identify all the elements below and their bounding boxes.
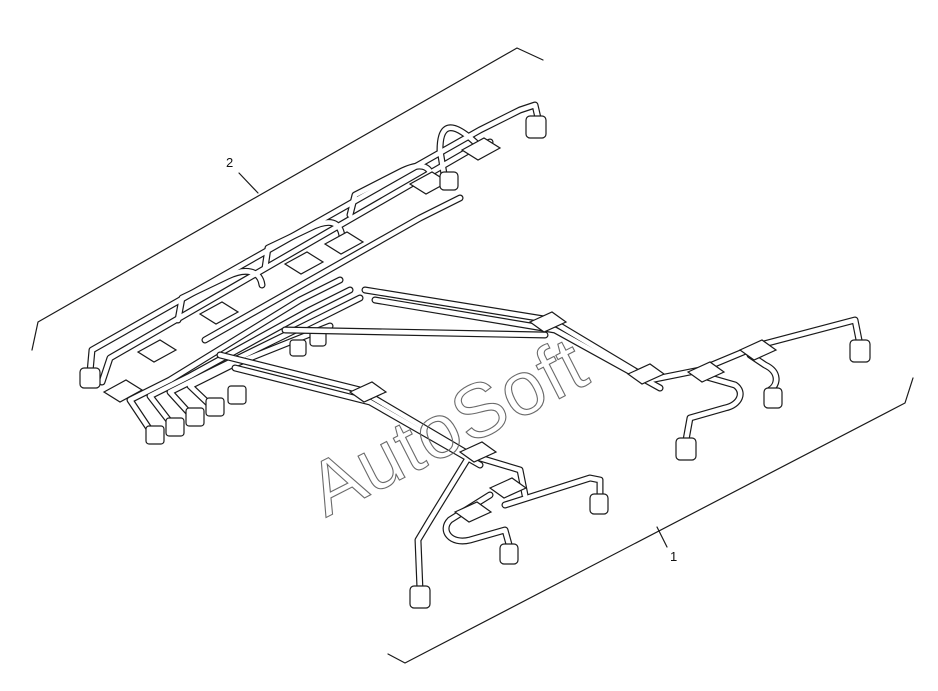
fitting-nut: [849, 339, 871, 363]
leader-line-1: [656, 526, 668, 548]
fitting-nut: [409, 585, 431, 609]
fitting-nut: [525, 115, 547, 139]
callout-1: 1: [670, 549, 677, 564]
fitting-nut: [145, 425, 165, 445]
clamp: [738, 339, 778, 361]
bracket-group-2: [31, 47, 544, 351]
clamp: [458, 441, 498, 463]
clamp: [136, 339, 178, 363]
clamp: [283, 251, 325, 275]
fitting-nut: [227, 385, 247, 405]
fitting-nut: [185, 407, 205, 427]
bracket-group-1: [387, 377, 914, 664]
clamp: [528, 311, 568, 333]
clamp: [626, 363, 666, 385]
upper-fitting-nuts: [79, 115, 547, 445]
fitting-nut: [589, 493, 609, 515]
watermark-autosoft: AutoSoft: [295, 321, 600, 533]
clamp: [460, 137, 502, 161]
leader-line-2: [238, 172, 259, 194]
clamp: [323, 231, 365, 255]
callout-2: 2: [226, 155, 233, 170]
lower-fitting-nuts: [409, 339, 871, 609]
clamp: [453, 501, 493, 523]
fitting-nut: [205, 397, 225, 417]
upper-pipe-bundle: [79, 101, 547, 445]
fitting-nut: [79, 367, 101, 389]
clamp: [102, 379, 144, 403]
clamp: [488, 477, 528, 499]
clamp: [348, 381, 388, 403]
lower-pipe-bundle: [216, 286, 871, 609]
fitting-nut: [439, 171, 459, 191]
fitting-nut: [763, 387, 783, 409]
fitting-nut: [499, 543, 519, 565]
fitting-nut: [165, 417, 185, 437]
fitting-nut: [289, 339, 307, 357]
clamp: [686, 361, 726, 383]
clamp: [198, 301, 240, 325]
upper-clamps: [102, 137, 502, 403]
fitting-nut: [675, 437, 697, 461]
lower-clamps: [348, 311, 778, 523]
